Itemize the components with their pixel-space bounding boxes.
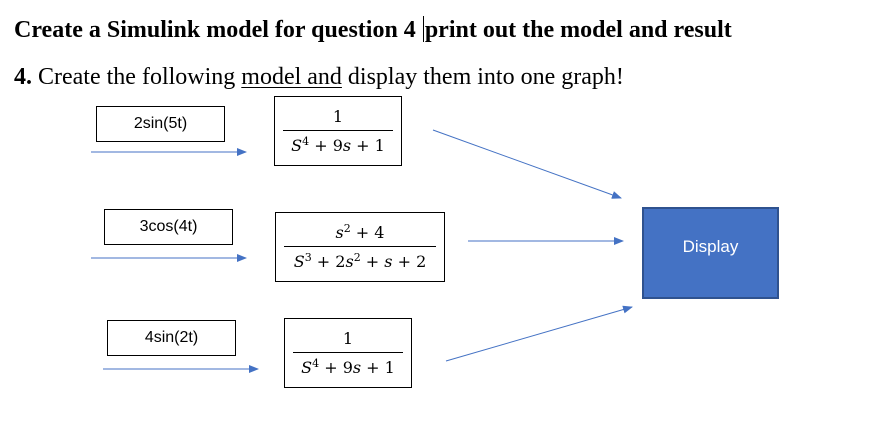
tf-2-den-term-1: S — [293, 252, 305, 271]
source-block-1[interactable]: 2sin(5t) — [96, 106, 225, 142]
tf-1-numerator: 1 — [332, 107, 344, 126]
tf-3-numerator: 1 — [342, 329, 354, 348]
tf-2-den-exp-1: 3 — [304, 251, 312, 264]
tf-2-den-term-4: + 2 — [392, 252, 427, 271]
tf-1-den-term-2: + 9 — [309, 136, 343, 155]
heading-text-1: Create a Simulink model for question 4 — [14, 17, 416, 43]
tf-3-den-term-2: + 9 — [319, 358, 353, 377]
tf-1-denominator: S4 + 9s + 1 — [287, 131, 389, 155]
tf-2-den-term-2: + 2 — [311, 252, 346, 271]
question-text-underlined: model and — [241, 64, 342, 90]
tf-1-den-var-2: s — [342, 136, 352, 155]
arrow-tf-3-to-display — [445, 305, 633, 362]
tf-2-den-term-3: + — [360, 252, 385, 271]
tf-3-den-term-3: + 1 — [361, 358, 395, 377]
tf-3-den-var-2: s — [352, 358, 362, 377]
question-text-post: display them into one graph! — [341, 64, 624, 90]
tf-3-denominator: S4 + 9s + 1 — [297, 353, 399, 377]
tf-3-den-term-1: S — [301, 358, 313, 377]
display-block[interactable]: Display — [642, 207, 779, 299]
tf-3-fraction-bar — [293, 352, 403, 353]
tf-2-denominator: S3 + 2s2 + s + 2 — [290, 247, 431, 271]
tf-2-num-term-2: + 4 — [350, 223, 385, 242]
transfer-function-block-1[interactable]: 1 S4 + 9s + 1 — [274, 96, 402, 166]
transfer-function-block-3[interactable]: 1 S4 + 9s + 1 — [284, 318, 412, 388]
heading: Create a Simulink model for question 4 p… — [14, 16, 732, 44]
source-label-1: 2sin(5t) — [133, 115, 188, 132]
tf-2-den-var-2: s — [345, 252, 354, 271]
source-label-2: 3cos(4t) — [139, 218, 198, 235]
tf-2-numerator: s2 + 4 — [332, 223, 389, 246]
source-block-2[interactable]: 3cos(4t) — [104, 209, 233, 245]
text-caret — [422, 16, 424, 42]
source-label-3: 4sin(2t) — [144, 329, 199, 346]
tf-2-num-exp-1: 2 — [343, 222, 351, 235]
tf-3-den-exp-1: 4 — [312, 357, 320, 370]
transfer-function-block-2[interactable]: s2 + 4 S3 + 2s2 + s + 2 — [275, 212, 445, 282]
tf-1-fraction-bar — [283, 130, 393, 131]
tf-2-den-exp-2: 2 — [353, 251, 361, 264]
tf-1-den-term-1: S — [291, 136, 303, 155]
question-text-pre: Create the following — [32, 64, 242, 90]
display-label: Display — [682, 237, 739, 256]
tf-2-fraction-bar — [284, 246, 436, 247]
heading-text-2: print out the model and result — [424, 17, 732, 43]
question-number: 4. — [14, 64, 32, 90]
question-text: 4. Create the following model and displa… — [14, 64, 624, 91]
source-block-3[interactable]: 4sin(2t) — [107, 320, 236, 356]
tf-2-num-var-1: s — [335, 223, 344, 242]
arrow-tf-1-to-display — [432, 129, 622, 199]
tf-1-den-exp-1: 4 — [302, 135, 310, 148]
tf-1-den-term-3: + 1 — [351, 136, 385, 155]
tf-2-den-var-3: s — [384, 252, 393, 271]
